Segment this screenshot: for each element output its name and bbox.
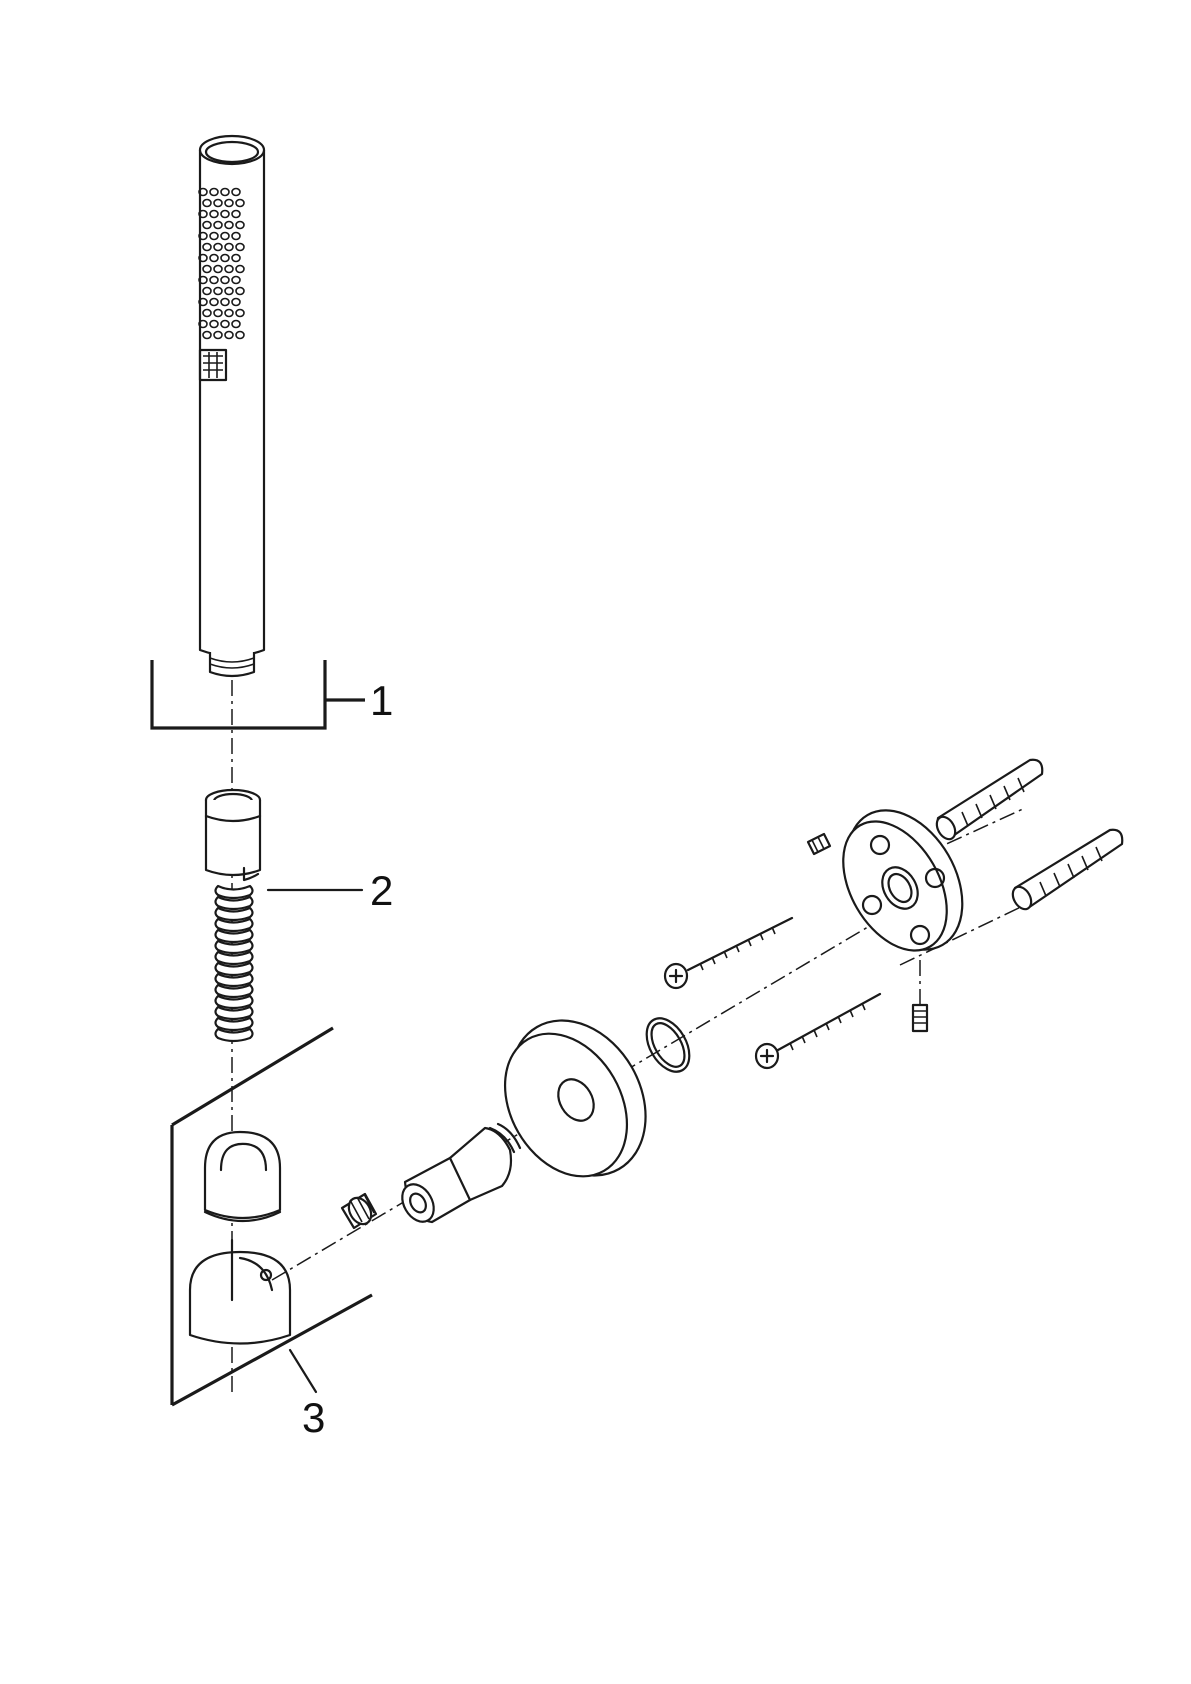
nozzle <box>198 209 208 219</box>
nozzle <box>209 297 219 307</box>
nozzle <box>209 187 219 197</box>
nozzle <box>231 253 241 263</box>
mounting-screw-upper <box>663 916 794 990</box>
nozzle <box>224 308 234 318</box>
callout-bracket-1 <box>150 660 365 730</box>
nozzle <box>220 253 230 263</box>
nozzle <box>209 253 219 263</box>
nozzle <box>224 330 234 340</box>
nozzle <box>224 264 234 274</box>
nozzle <box>224 220 234 230</box>
hose-coil <box>214 939 254 955</box>
nozzle <box>198 297 208 307</box>
nozzle <box>209 275 219 285</box>
hose-coils <box>214 884 254 1043</box>
wall-dowel-lower <box>1011 828 1124 911</box>
wall-dowel-upper <box>935 758 1044 841</box>
grub-screw-top <box>806 832 832 856</box>
hose-coil <box>214 895 254 911</box>
nozzle <box>220 319 230 329</box>
hose-coil <box>214 983 254 999</box>
nozzle <box>235 242 245 252</box>
nozzle <box>235 220 245 230</box>
nozzle <box>198 231 208 241</box>
nozzle <box>198 187 208 197</box>
wall-plane <box>170 1026 373 1407</box>
mounting-screw-lower <box>754 992 882 1070</box>
nozzle <box>235 286 245 296</box>
nozzle <box>209 231 219 241</box>
nozzle <box>202 286 212 296</box>
hose-coil <box>214 906 254 922</box>
nozzle <box>231 187 241 197</box>
nozzle <box>231 275 241 285</box>
nozzle <box>213 308 223 318</box>
callout-leader-3 <box>288 1348 318 1394</box>
hose-coil <box>214 1016 254 1032</box>
hose-coil <box>214 994 254 1010</box>
hose-coil <box>214 961 254 977</box>
nozzle <box>231 231 241 241</box>
nozzle <box>202 330 212 340</box>
nozzle <box>235 198 245 208</box>
hose-coil <box>214 1027 254 1043</box>
nozzle <box>220 297 230 307</box>
holder-upper-clip <box>203 1130 282 1222</box>
cover-rosette <box>503 1019 647 1178</box>
nozzle <box>220 209 230 219</box>
nozzle <box>213 286 223 296</box>
nozzle <box>220 231 230 241</box>
hose-coil <box>214 884 254 900</box>
connector-body <box>401 1122 522 1224</box>
nozzle <box>202 220 212 230</box>
nozzle <box>213 330 223 340</box>
o-ring <box>645 1017 691 1073</box>
nozzle <box>231 297 241 307</box>
grub-screw-bottom <box>911 1003 929 1033</box>
hose-coil <box>214 917 254 933</box>
center-axis-diagonal <box>271 904 906 1281</box>
nozzle <box>209 209 219 219</box>
callout-number-3: 3 <box>302 1394 325 1441</box>
nozzle <box>209 319 219 329</box>
holder-lower-clip <box>188 1238 292 1345</box>
hand-shower <box>198 134 266 678</box>
nozzle <box>202 308 212 318</box>
nozzle <box>224 286 234 296</box>
nozzle <box>235 330 245 340</box>
hose-coil <box>214 950 254 966</box>
nozzle <box>202 242 212 252</box>
nozzle <box>231 209 241 219</box>
nozzle <box>235 264 245 274</box>
nozzle <box>213 264 223 274</box>
callout-number-2: 2 <box>370 867 393 914</box>
nozzle <box>202 264 212 274</box>
hose-coil <box>214 1005 254 1021</box>
nozzle <box>213 242 223 252</box>
brand-logo <box>198 348 228 382</box>
nozzle-grid <box>198 187 245 340</box>
nozzle <box>220 187 230 197</box>
shower-hose <box>204 788 262 1043</box>
nozzle <box>213 220 223 230</box>
nozzle <box>213 198 223 208</box>
mounting-flange <box>842 809 964 952</box>
callout-number-1: 1 <box>370 677 393 724</box>
nozzle <box>235 308 245 318</box>
axis-lower-dowel <box>899 904 1026 966</box>
nozzle <box>231 319 241 329</box>
nozzle <box>198 253 208 263</box>
nozzle <box>198 275 208 285</box>
hose-coil <box>214 972 254 988</box>
hose-coil <box>214 928 254 944</box>
nozzle <box>224 242 234 252</box>
nozzle <box>220 275 230 285</box>
threaded-nipple <box>340 1192 378 1230</box>
nozzle <box>224 198 234 208</box>
nozzle <box>202 198 212 208</box>
nozzle <box>198 319 208 329</box>
